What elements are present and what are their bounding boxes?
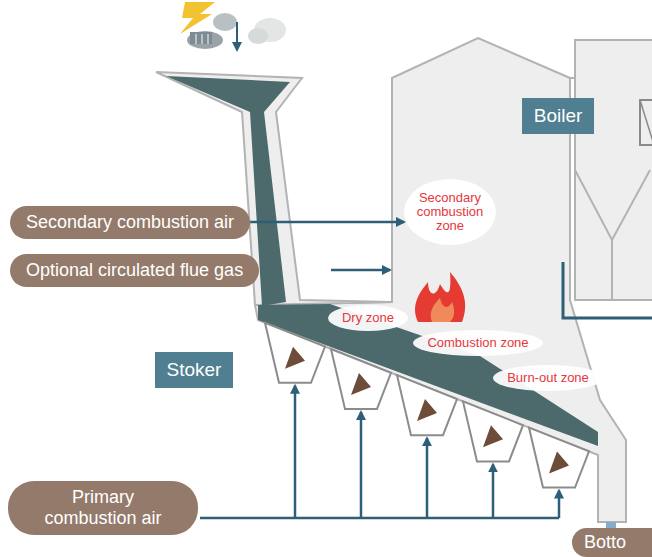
ash-chunk	[285, 347, 305, 369]
zone-label: Burn-out zone	[493, 365, 603, 391]
node-text: Boiler	[534, 105, 583, 127]
node-text: Combustion zone	[427, 336, 528, 350]
waste-icon	[180, 2, 286, 50]
air-inlet-pill: Secondary combustion air	[10, 206, 250, 239]
zone-label: Dry zone	[328, 305, 408, 331]
furnace	[255, 38, 652, 522]
grate-hopper	[331, 349, 391, 409]
node-text: Optional circulated flue gas	[26, 260, 243, 281]
grate-hopper	[397, 375, 457, 435]
air-arrow	[426, 438, 429, 518]
boiler-label: Boiler	[522, 98, 595, 134]
grate-hopper	[529, 428, 589, 488]
air-duct	[200, 517, 559, 520]
ash-chunk	[483, 425, 503, 447]
node-text: Stoker	[167, 359, 222, 381]
air-arrow	[558, 491, 561, 518]
node-text: Primary combustion air	[26, 487, 180, 528]
node-text: Dry zone	[342, 311, 394, 325]
grate-hopper	[463, 401, 523, 461]
node-text: Secondary combustion zone	[414, 191, 486, 234]
ash-chunk	[549, 451, 569, 473]
outlet-pill: Botto	[572, 528, 652, 557]
air-arrow	[250, 221, 404, 224]
waste-bed	[258, 304, 598, 446]
boiler-body	[575, 40, 652, 300]
node-text: Secondary combustion air	[26, 212, 234, 233]
zone-label: Combustion zone	[413, 330, 542, 356]
flue-gas-pill: Optional circulated flue gas	[10, 254, 259, 287]
air-arrow	[294, 386, 297, 518]
air-arrow	[360, 412, 363, 518]
air-arrow	[492, 464, 495, 518]
air-inlet-pill: Primary combustion air	[8, 481, 198, 534]
ash-chunk	[351, 373, 371, 395]
grate-hopper	[265, 323, 325, 383]
node-text: Burn-out zone	[507, 371, 589, 385]
ash-chunk	[417, 399, 437, 421]
stoker-label: Stoker	[155, 352, 234, 388]
flame	[415, 272, 465, 322]
zone-label: Secondary combustion zone	[404, 179, 496, 246]
node-text: Botto	[584, 532, 642, 553]
grate-hoppers	[200, 323, 589, 518]
flue-gas-arrow	[331, 269, 390, 272]
